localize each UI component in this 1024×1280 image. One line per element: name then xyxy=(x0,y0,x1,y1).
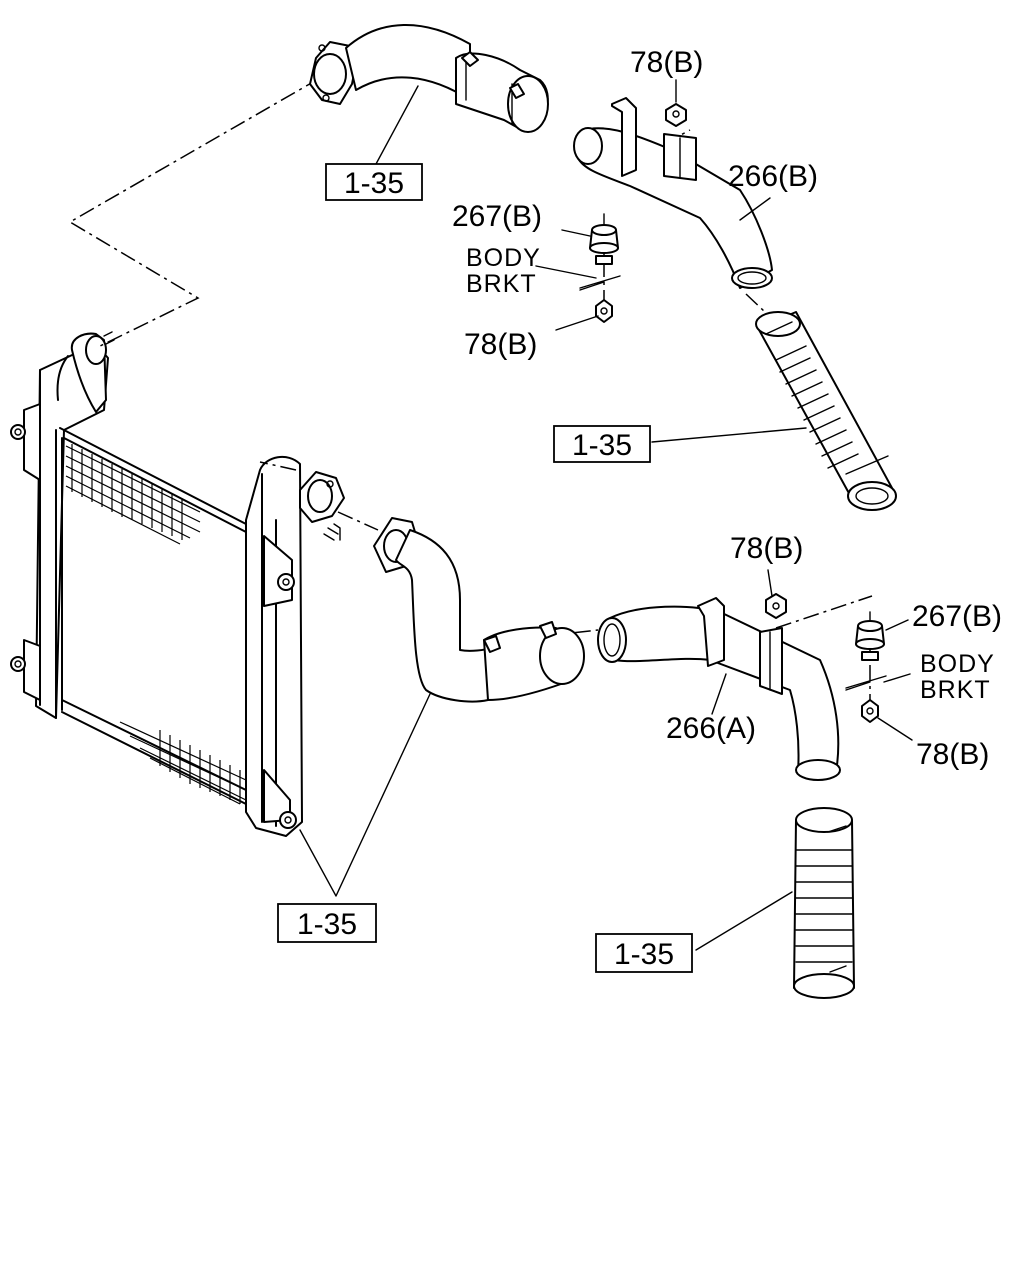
callout-78b: 78(B) xyxy=(464,328,537,361)
reference-box-2: 1-35 xyxy=(553,425,651,463)
leader-lines xyxy=(299,79,913,951)
rubber-mount-upper xyxy=(579,213,621,323)
callout-266a: 266(A) xyxy=(666,712,756,745)
callout-267b: 267(B) xyxy=(452,200,542,233)
callout-brkt: BRKT xyxy=(920,676,991,704)
reference-label: 1-35 xyxy=(572,429,632,462)
flex-hose-upper xyxy=(755,311,897,511)
reference-box-3: 1-35 xyxy=(277,903,377,943)
rubber-mount-lower xyxy=(845,611,887,723)
reference-box-4: 1-35 xyxy=(595,933,693,973)
reference-label: 1-35 xyxy=(297,908,357,941)
flex-hose-lower xyxy=(793,807,855,999)
callout-78b: 78(B) xyxy=(916,738,989,771)
pipe-266b xyxy=(573,97,773,289)
callout-78b: 78(B) xyxy=(730,532,803,565)
reference-label: 1-35 xyxy=(614,938,674,971)
reference-box-1: 1-35 xyxy=(325,163,423,201)
callout-body: BODY xyxy=(466,244,541,272)
callout-78b: 78(B) xyxy=(630,46,703,79)
intercooler-core xyxy=(10,331,345,837)
callout-body: BODY xyxy=(920,650,995,678)
middle-pipe xyxy=(373,517,585,703)
callout-266b: 266(B) xyxy=(728,160,818,193)
pipe-266a xyxy=(597,593,841,781)
reference-label: 1-35 xyxy=(344,167,404,200)
upper-pipe xyxy=(309,24,549,133)
callout-brkt: BRKT xyxy=(466,270,537,298)
callout-267b: 267(B) xyxy=(912,600,1002,633)
